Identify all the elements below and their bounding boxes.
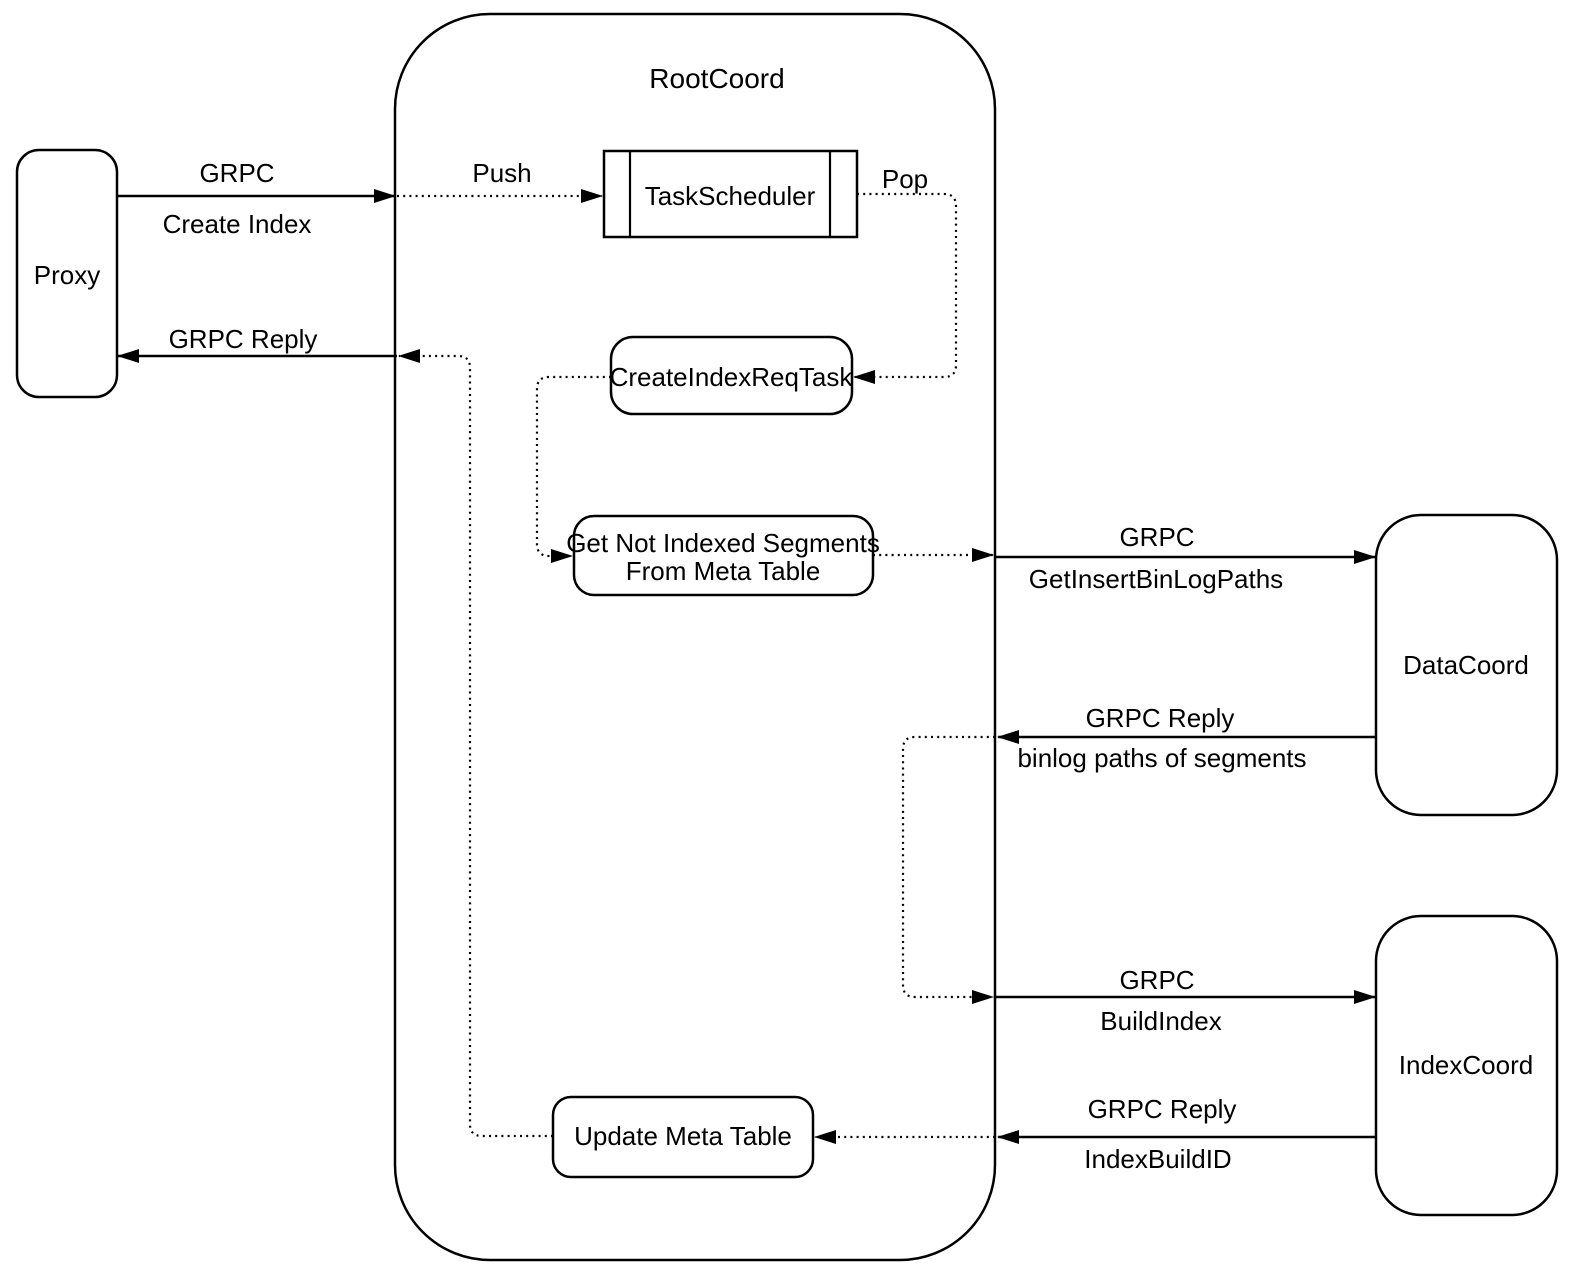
edge-binlog-reply-to-build-index (901, 735, 995, 1004)
edge-grpc-reply-to-proxy-label: GRPC Reply (169, 324, 318, 354)
indexcoord-node (1374, 914, 1559, 1217)
edge-update-meta-to-reply (398, 349, 553, 1138)
edge-grpc-build-index-label-line1: GRPC (1119, 965, 1194, 995)
create-index-req-task-node (609, 335, 854, 416)
proxy-node (15, 148, 119, 399)
taskscheduler-label: TaskScheduler (645, 181, 816, 211)
get-not-indexed-segments-label-line2: From Meta Table (626, 556, 821, 586)
edge-grpc-reply-binlog-paths-label-line1: GRPC Reply (1086, 703, 1235, 733)
get-not-indexed-segments-label-line1: Get Not Indexed Segments (566, 528, 880, 558)
indexcoord-label: IndexCoord (1399, 1050, 1533, 1080)
edge-pop (853, 192, 958, 384)
edge-grpc-create-index-label-line2: Create Index (163, 209, 312, 239)
datacoord-node (1374, 513, 1559, 817)
edge-pop-label: Pop (882, 164, 928, 194)
create-index-req-task-label: CreateIndexReqTask (610, 362, 854, 392)
rootcoord-container (393, 12, 997, 1262)
edge-grpc-reply-binlog-paths-label-line2: binlog paths of segments (1017, 743, 1306, 773)
proxy-label: Proxy (34, 260, 100, 290)
update-meta-table-label: Update Meta Table (574, 1121, 792, 1151)
rootcoord-label: RootCoord (649, 63, 784, 94)
taskscheduler-node (602, 149, 859, 239)
edge-grpc-create-index-label-line1: GRPC (199, 158, 274, 188)
edge-grpc-get-insert-binlog-paths-label-line2: GetInsertBinLogPaths (1029, 564, 1283, 594)
datacoord-label: DataCoord (1403, 650, 1529, 680)
edge-grpc-reply-index-build-id-label-line2: IndexBuildID (1084, 1144, 1231, 1174)
edge-push-label: Push (472, 158, 531, 188)
edge-grpc-build-index-label-line2: BuildIndex (1100, 1006, 1221, 1036)
edge-grpc-get-insert-binlog-paths-label-line1: GRPC (1119, 522, 1194, 552)
edge-grpc-reply-index-build-id-label-line1: GRPC Reply (1088, 1094, 1237, 1124)
